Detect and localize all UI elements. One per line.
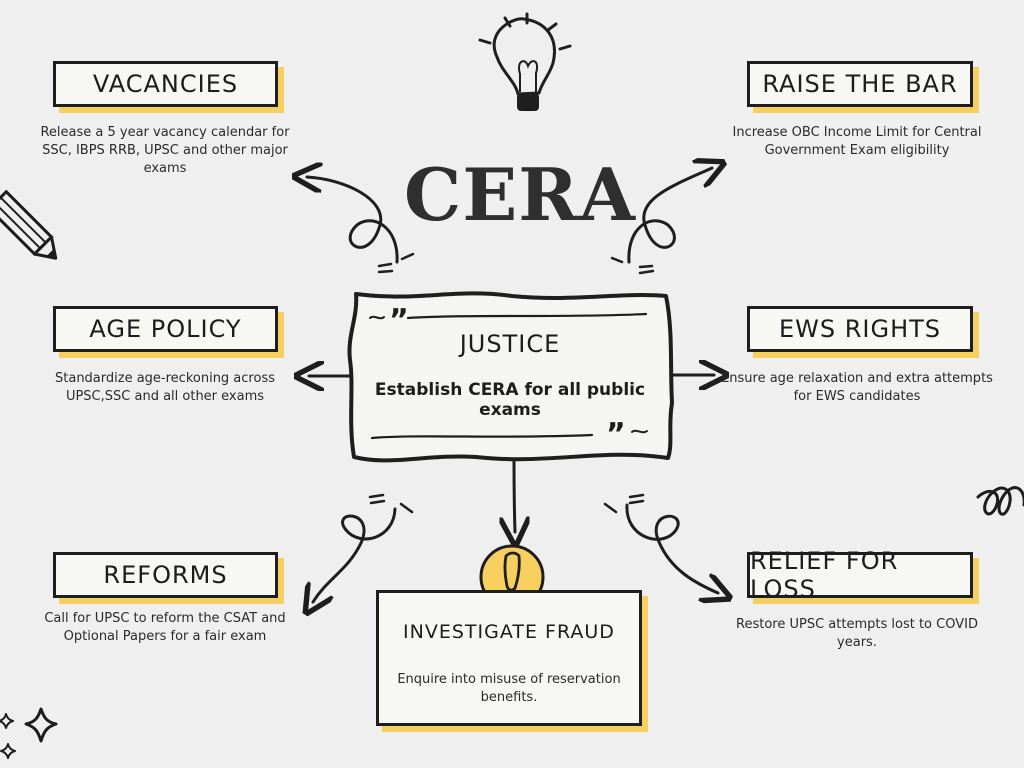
justice-node: JUSTICE Establish CERA for all public ex…	[350, 294, 670, 458]
sparkle-icon	[0, 743, 16, 759]
ews-rights-label: EWS RIGHTS	[747, 306, 973, 352]
age-policy-label: AGE POLICY	[53, 306, 278, 352]
vacancies-description: Release a 5 year vacancy calendar for SS…	[40, 125, 290, 176]
arrow-to-vacancies-icon	[307, 177, 399, 264]
main-title: CERA	[404, 152, 636, 237]
arrow-to-raise-the-bar-icon	[627, 168, 712, 264]
investigate-fraud-description: Enquire into misuse of reservation benef…	[397, 672, 621, 705]
raise-the-bar-description: Increase OBC Income Limit for Central Go…	[732, 125, 982, 158]
pencil-icon	[0, 189, 58, 260]
arrow-to-reforms-icon	[313, 507, 397, 602]
arrow-to-investigate-fraud-icon	[514, 456, 515, 532]
justice-description: Establish CERA for all public exams	[374, 380, 646, 420]
sparkle-icon	[24, 707, 58, 743]
justice-title: JUSTICE	[459, 330, 561, 358]
vacancies-label: VACANCIES	[53, 61, 278, 107]
relief-for-loss-description: Restore UPSC attempts lost to COVID year…	[736, 617, 978, 650]
investigate-fraud-card: INVESTIGATE FRAUD Enquire into misuse of…	[376, 590, 642, 726]
sparkle-icon	[0, 713, 14, 729]
light-bulb-icon	[478, 12, 572, 111]
age-policy-description: Standardize age-reckoning across UPSC,SS…	[55, 371, 275, 404]
arrow-to-relief-for-loss-icon	[625, 503, 718, 593]
relief-for-loss-label: RELIEF FOR LOSS	[747, 547, 973, 603]
raise-the-bar-label: RAISE THE BAR	[747, 61, 973, 107]
coil-squiggle-icon	[976, 486, 1024, 516]
reforms-description: Call for UPSC to reform the CSAT and Opt…	[44, 611, 286, 644]
ews-rights-description: Ensure age relaxation and extra attempts…	[721, 371, 993, 404]
reforms-label: REFORMS	[53, 552, 278, 598]
investigate-fraud-label: INVESTIGATE FRAUD	[403, 621, 615, 643]
